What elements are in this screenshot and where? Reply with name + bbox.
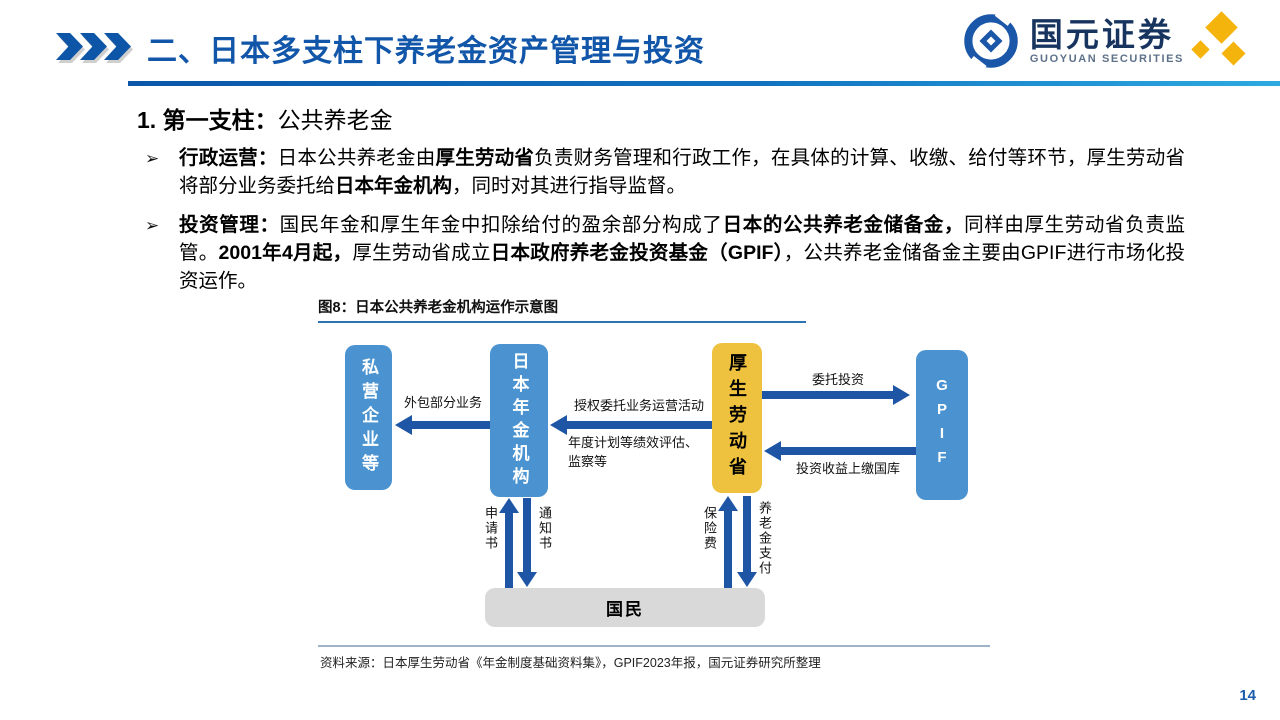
section-heading-normal: 公共养老金	[277, 107, 393, 133]
premium-arrow-label: 保险费	[702, 506, 717, 551]
notify-arrow-head-icon	[517, 572, 537, 587]
node-citizens: 国民	[485, 588, 765, 627]
node-private-company: 私营企业等	[345, 345, 392, 490]
node-mhlw: 厚生劳动省	[712, 343, 762, 493]
bullet-text: 投资管理：国民年金和厚生年金中扣除给付的盈余部分构成了日本的公共养老金储备金，同…	[179, 214, 1185, 292]
logo-mark-icon	[964, 12, 1018, 70]
payment-arrow-head-icon	[737, 572, 757, 587]
figure-title: 图8：日本公共养老金机构运作示意图	[318, 300, 559, 316]
entrust-arrow-shaft	[762, 391, 893, 399]
chevron-icon	[104, 33, 131, 60]
returns-arrow-shaft	[780, 447, 916, 455]
delegate-arrow-label: 授权委托业务运营活动	[573, 398, 704, 413]
diagram: 私营企业等 日本年金机构 厚生劳动省 GPIF 国民 外包部分业务 授权委托业务…	[318, 325, 990, 645]
bullet-marker-icon: ➢	[145, 149, 160, 168]
delegate-arrow-shaft	[566, 421, 712, 429]
outsource-arrow-label: 外包部分业务	[403, 395, 482, 410]
outsource-arrow-shaft	[411, 421, 490, 429]
page-number: 14	[1239, 687, 1256, 704]
bullet-item: ➢ 行政运营：日本公共养老金由厚生劳动省负责财务管理和行政工作，在具体的计算、收…	[145, 144, 1185, 200]
sparkle-icon	[1221, 41, 1246, 66]
node-gpif: GPIF	[916, 350, 968, 500]
evaluate-label-line1: 年度计划等绩效评估、	[568, 435, 699, 450]
returns-arrow-label: 投资收益上缴国库	[795, 461, 900, 476]
evaluate-label: 年度计划等绩效评估、 监察等	[568, 433, 698, 471]
bullet-item: ➢ 投资管理：国民年金和厚生年金中扣除给付的盈余部分构成了日本的公共养老金储备金…	[145, 211, 1185, 295]
header-rule	[128, 81, 1280, 86]
chevron-icon	[80, 33, 107, 60]
node-japan-pension-service: 日本年金机构	[490, 344, 548, 497]
bullet-marker-icon: ➢	[145, 216, 160, 235]
figure-top-rule	[318, 321, 806, 323]
header-chevrons-icon	[56, 33, 131, 60]
figure-bottom-rule	[318, 645, 990, 647]
logo: 国元证券 GUOYUAN SECURITIES	[962, 11, 1246, 70]
premium-arrow-head-icon	[718, 496, 738, 511]
notify-arrow-shaft	[523, 498, 531, 572]
section-heading-bold: 第一支柱：	[156, 107, 278, 133]
bullet-list: ➢ 行政运营：日本公共养老金由厚生劳动省负责财务管理和行政工作，在具体的计算、收…	[145, 144, 1185, 306]
premium-arrow-shaft	[724, 511, 732, 588]
payment-arrow-label: 养老金支付	[757, 501, 772, 576]
entrust-arrow-label: 委托投资	[811, 372, 864, 387]
sparkle-icon	[1205, 11, 1238, 44]
bullet-text: 行政运营：日本公共养老金由厚生劳动省负责财务管理和行政工作，在具体的计算、收缴、…	[179, 147, 1185, 197]
figure-source: 资料来源：日本厚生劳动省《年金制度基础资料集》，GPIF2023年报，国元证券研…	[320, 656, 821, 670]
evaluate-label-line2: 监察等	[568, 454, 608, 469]
logo-cn: 国元证券	[1029, 15, 1174, 53]
figure: 图8：日本公共养老金机构运作示意图 私营企业等 日本年金机构 厚生劳动省 GPI…	[318, 296, 990, 680]
apply-arrow-label: 申请书	[483, 506, 498, 551]
apply-arrow-head-icon	[499, 498, 519, 513]
section-heading: 1. 第一支柱：公共养老金	[137, 101, 393, 135]
logo-en: GUOYUAN SECURITIES	[1029, 52, 1184, 65]
section-number: 1.	[137, 107, 157, 133]
apply-arrow-shaft	[505, 513, 513, 588]
entrust-arrow-head-icon	[893, 385, 910, 405]
delegate-arrow-head-icon	[550, 415, 567, 435]
logo-sparkles-icon	[1191, 11, 1246, 67]
logo-text: 国元证券 GUOYUAN SECURITIES	[1030, 18, 1184, 65]
sparkle-icon	[1191, 40, 1210, 59]
notify-arrow-label: 通知书	[537, 506, 552, 551]
chevron-icon	[56, 33, 83, 60]
outsource-arrow-head-icon	[395, 415, 412, 435]
slide-title: 二、日本多支柱下养老金资产管理与投资	[147, 35, 705, 68]
returns-arrow-head-icon	[764, 441, 781, 461]
payment-arrow-shaft	[743, 496, 751, 572]
